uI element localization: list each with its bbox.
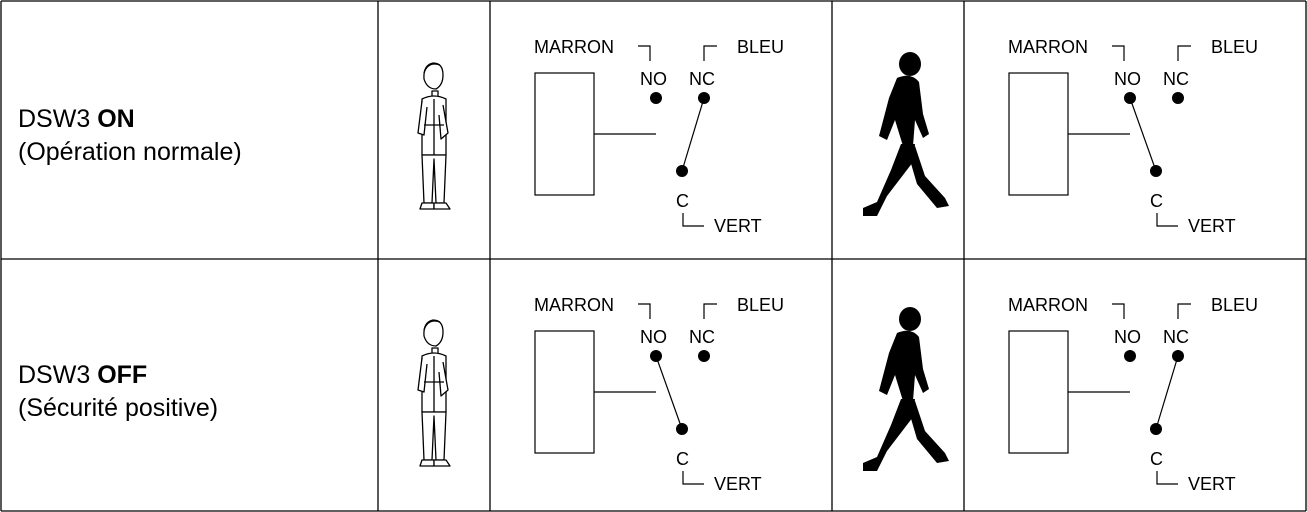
terminal-label-c: C: [1150, 191, 1163, 211]
terminal-label-marron: MARRON: [534, 37, 614, 57]
terminal-label-no: NO: [640, 327, 667, 347]
relay-diagram: MARRON BLEU NO NC C VERT: [1008, 37, 1258, 236]
terminal-label-vert: VERT: [1188, 216, 1236, 236]
terminal-label-c: C: [676, 191, 689, 211]
row-label-state: ON: [97, 105, 135, 133]
terminal-label-nc: NC: [689, 69, 715, 89]
terminal-label-bleu: BLEU: [737, 295, 784, 315]
vert-lead-wire: [682, 471, 704, 485]
switch-contact-arm: [1155, 355, 1179, 430]
terminal-label-marron: MARRON: [1008, 295, 1088, 315]
marron-lead-wire: [638, 45, 651, 61]
terminal-no-dot: [1124, 350, 1136, 362]
terminal-label-marron: MARRON: [534, 295, 614, 315]
row-label-subtitle: (Sécurité positive): [18, 394, 219, 422]
terminal-label-nc: NC: [1163, 327, 1189, 347]
relay-diagram: MARRON BLEU NO NC C VERT: [534, 37, 784, 236]
switch-contact-arm: [1129, 97, 1157, 172]
terminal-label-no: NO: [1114, 327, 1141, 347]
row-label-subtitle: (Opération normale): [18, 138, 242, 166]
row-label-prefix: DSW3: [18, 105, 98, 133]
terminal-label-nc: NC: [689, 327, 715, 347]
terminal-label-vert: VERT: [1188, 474, 1236, 494]
relay-coil-box: [534, 72, 595, 196]
terminal-label-c: C: [676, 449, 689, 469]
terminal-label-bleu: BLEU: [737, 37, 784, 57]
terminal-label-bleu: BLEU: [1211, 37, 1258, 57]
vert-lead-wire: [682, 213, 704, 227]
vert-lead-wire: [1156, 471, 1178, 485]
relay-coil-box: [534, 330, 595, 454]
walking-person-silhouette-icon: [863, 307, 949, 471]
relay-coil-box: [1008, 72, 1069, 196]
relay-diagram: MARRON BLEU NO NC C VERT: [534, 295, 784, 494]
relay-diagram: MARRON BLEU NO NC C VERT: [1008, 295, 1258, 494]
row-label-state: OFF: [97, 361, 148, 389]
terminal-no-dot: [650, 92, 662, 104]
terminal-label-no: NO: [1114, 69, 1141, 89]
marron-lead-wire: [1112, 45, 1125, 61]
vert-lead-wire: [1156, 213, 1178, 227]
terminal-label-marron: MARRON: [1008, 37, 1088, 57]
switch-contact-arm: [681, 97, 705, 172]
bleu-lead-wire: [1177, 303, 1191, 319]
terminal-nc-dot: [698, 350, 710, 362]
standing-person-icon: [417, 62, 451, 210]
walking-person-silhouette-icon: [863, 52, 949, 216]
terminal-label-vert: VERT: [714, 216, 762, 236]
terminal-label-c: C: [1150, 449, 1163, 469]
bleu-lead-wire: [703, 45, 717, 61]
marron-lead-wire: [1112, 303, 1125, 319]
marron-lead-wire: [638, 303, 651, 319]
terminal-label-bleu: BLEU: [1211, 295, 1258, 315]
bleu-lead-wire: [703, 303, 717, 319]
terminal-label-no: NO: [640, 69, 667, 89]
row-label-prefix: DSW3: [18, 361, 98, 389]
standing-person-icon: [417, 319, 451, 467]
terminal-nc-dot: [1172, 92, 1184, 104]
row-label-dsw3-off: DSW3 OFF (Sécurité positive): [18, 359, 218, 425]
relay-coil-box: [1008, 330, 1069, 454]
terminal-label-nc: NC: [1163, 69, 1189, 89]
bleu-lead-wire: [1177, 45, 1191, 61]
switch-contact-arm: [655, 355, 683, 430]
terminal-label-vert: VERT: [714, 474, 762, 494]
row-label-dsw3-on: DSW3 ON (Opération normale): [18, 103, 242, 169]
